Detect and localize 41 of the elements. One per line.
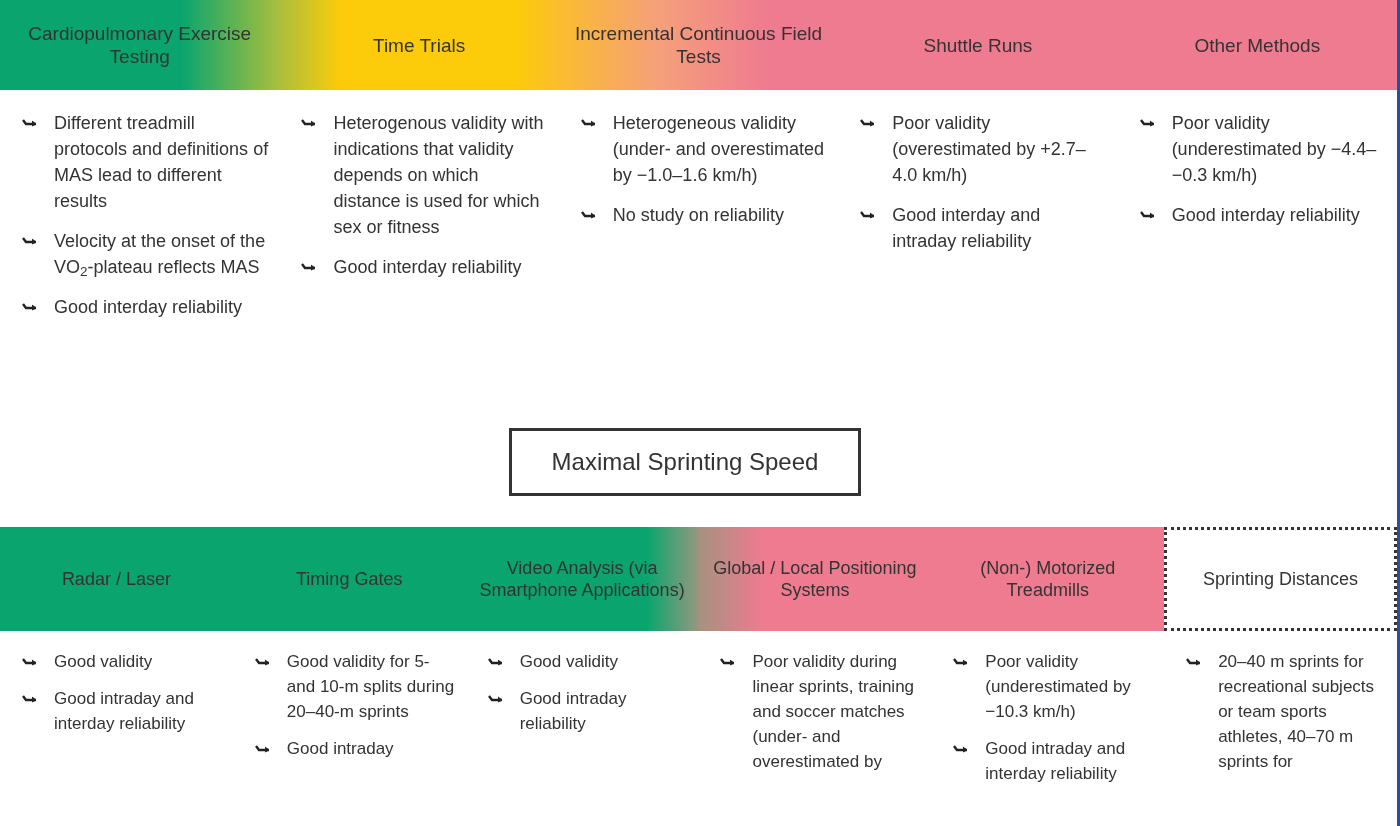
column-heading: Incremental Continuous Field Tests	[573, 22, 824, 68]
column-heading: Time Trials	[373, 33, 466, 57]
bullet-text: Poor validity (underestimated by −4.4–−0.3 km/h)	[1171, 112, 1378, 187]
bullet-text: Good interday reliability	[333, 256, 522, 279]
bullet-text: Poor validity (overestimated by +2.7–4.0 km/h)	[892, 112, 1087, 187]
column-heading: (Non-) Motorized Treadmills	[979, 557, 1117, 601]
bullet-text: No study on reliability	[612, 204, 784, 227]
bullet-text: Good intraday and interday reliability	[985, 738, 1127, 785]
column-heading: Sprinting Distances	[1203, 568, 1359, 590]
column-heading: Cardiopulmonary Exercise Testing	[27, 22, 253, 68]
bullet-text: Velocity at the onset of the VO$_{2}$-plateau reflects MAS	[54, 230, 267, 280]
bullet-text: 20–40 m sprints for recreational subjects or team sports athletes, 40–70 m sprints for	[1218, 651, 1376, 773]
bullet-text: Good interday and intraday reliability	[892, 204, 1042, 253]
column-heading: Shuttle Runs	[923, 33, 1033, 57]
column-heading: Global / Local Positioning Systems	[712, 557, 918, 601]
column-heading: Timing Gates	[296, 568, 403, 590]
bullet-text: Poor validity during linear sprints, training and soccer matches (under- and overestimated by	[752, 651, 916, 773]
category-header	[1117, 0, 1397, 90]
category-header	[279, 0, 559, 90]
category-header	[0, 0, 280, 90]
bullet-text: Poor validity (underestimated by −10.3 km/h)	[985, 651, 1132, 723]
bullet-text: Heterogenous validity with indications that validity depends on which distance is used for which sex or fitness	[333, 112, 545, 239]
bullet-text: Good validity	[54, 651, 153, 673]
bullet-text: Good intraday reliability	[519, 688, 628, 735]
column-heading: Radar / Laser	[61, 568, 171, 590]
bullet-text: Good interday reliability	[54, 296, 243, 319]
bullet-text: Good validity	[519, 651, 618, 673]
column-heading: Other Methods	[1194, 33, 1321, 57]
bullet-text: Good validity for 5- and 10-m splits during 20–40-m sprints	[286, 651, 456, 723]
category-header	[698, 527, 932, 631]
section-title-box	[509, 428, 861, 496]
category-header	[931, 527, 1165, 631]
category-header	[1164, 527, 1397, 631]
bullet-text: Good intraday	[286, 738, 394, 760]
bullet-text: Good interday reliability	[1171, 204, 1360, 227]
category-header	[465, 527, 699, 631]
bullet-text: Good intraday and interday reliability	[54, 688, 195, 735]
category-header	[0, 527, 233, 631]
bullet-text: Heterogeneous validity (under- and overestimated by −1.0–1.6 km/h)	[612, 112, 825, 187]
section-title: Maximal Sprinting Speed	[551, 447, 819, 477]
bullet-text: Different treadmill protocols and definitions of MAS lead to different results	[54, 112, 270, 213]
